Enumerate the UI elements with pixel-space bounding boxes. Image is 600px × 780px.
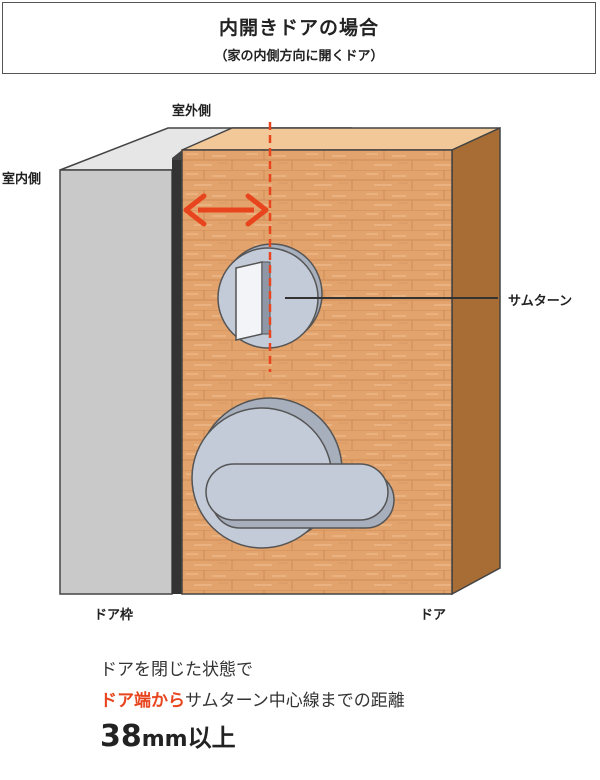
- caption-line-2: ドア端からサムターン中心線までの距離: [100, 686, 405, 711]
- measurement-number: 38: [100, 719, 142, 754]
- inside-label: 室内側: [2, 172, 42, 187]
- measurement-unit: mm: [141, 727, 188, 752]
- measurement-suffix: 以上: [187, 724, 236, 752]
- door-label: ドア: [420, 608, 447, 623]
- outside-label: 室外側: [172, 104, 212, 119]
- frame-label: ドア枠: [94, 608, 134, 623]
- caption-measurement: 38mm以上: [100, 718, 236, 754]
- page-title: 内開きドアの場合: [218, 17, 379, 39]
- caption-highlight: ドア端から: [100, 691, 185, 711]
- distance-arrow: [183, 193, 269, 227]
- door-diagram: [59, 122, 501, 596]
- lever-handle: [191, 397, 395, 549]
- thumbturn-label: サムターン: [508, 294, 573, 309]
- caption-line-2-rest: サムターン中心線までの距離: [185, 691, 405, 711]
- page-subtitle: （家の内側方向に開くドア）: [214, 49, 384, 64]
- thumbturn: [217, 243, 323, 349]
- caption-line-1: ドアを閉じた状態で: [100, 660, 253, 680]
- title-box: 内開きドアの場合 （家の内側方向に開くドア）: [2, 2, 596, 74]
